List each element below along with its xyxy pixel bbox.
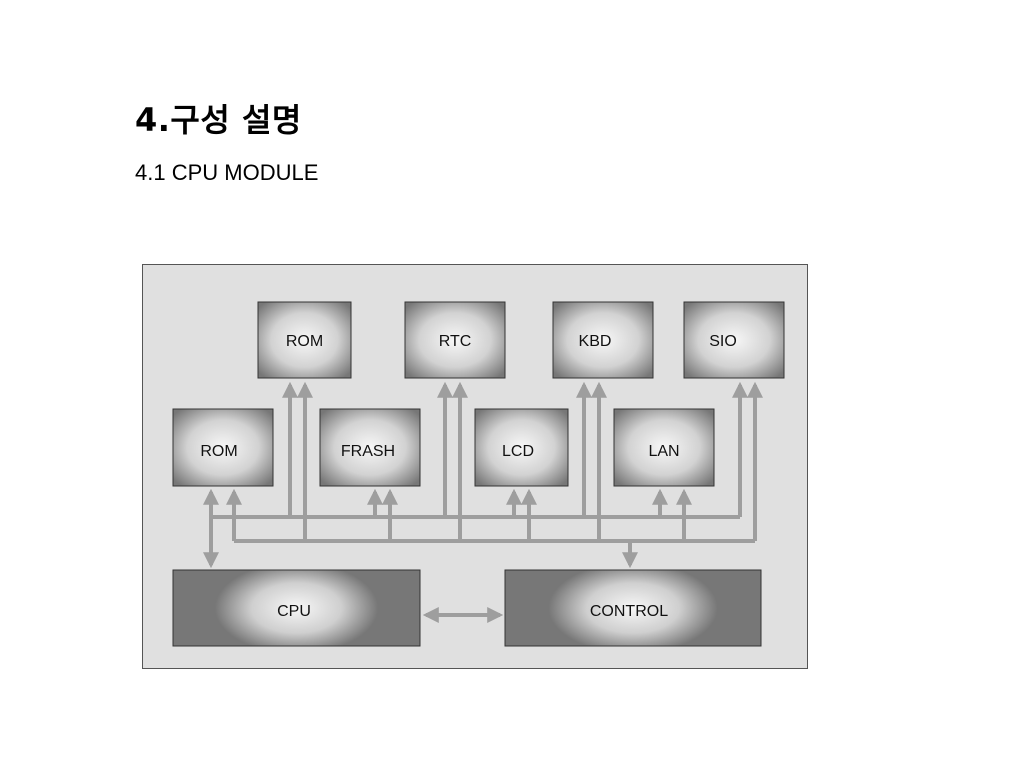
block-label: LCD [502, 443, 534, 460]
block-lan: LAN [613, 408, 715, 487]
page-subtitle: 4.1 CPU MODULE [135, 160, 319, 185]
block-label: FRASH [341, 443, 395, 460]
block-rom-mid: ROM [172, 408, 274, 487]
block-label: SIO [709, 333, 737, 350]
block-label: CONTROL [590, 603, 668, 620]
bus-lines [203, 381, 763, 623]
block-rom-top: ROM [257, 301, 352, 379]
block-label: ROM [200, 443, 237, 460]
block-label: RTC [439, 333, 472, 350]
block-kbd: KBD [552, 301, 654, 379]
block-control: CONTROL [504, 569, 762, 647]
block-lcd: LCD [474, 408, 569, 487]
page-title: 4.구성 설명 [135, 101, 302, 139]
block-frash: FRASH [319, 408, 421, 487]
block-label: ROM [286, 333, 323, 350]
block-cpu: CPU [172, 569, 421, 647]
block-label: KBD [579, 333, 612, 350]
block-label: LAN [648, 443, 679, 460]
block-sio: SIO [683, 301, 785, 379]
block-label: CPU [277, 603, 311, 620]
block-rtc: RTC [404, 301, 506, 379]
